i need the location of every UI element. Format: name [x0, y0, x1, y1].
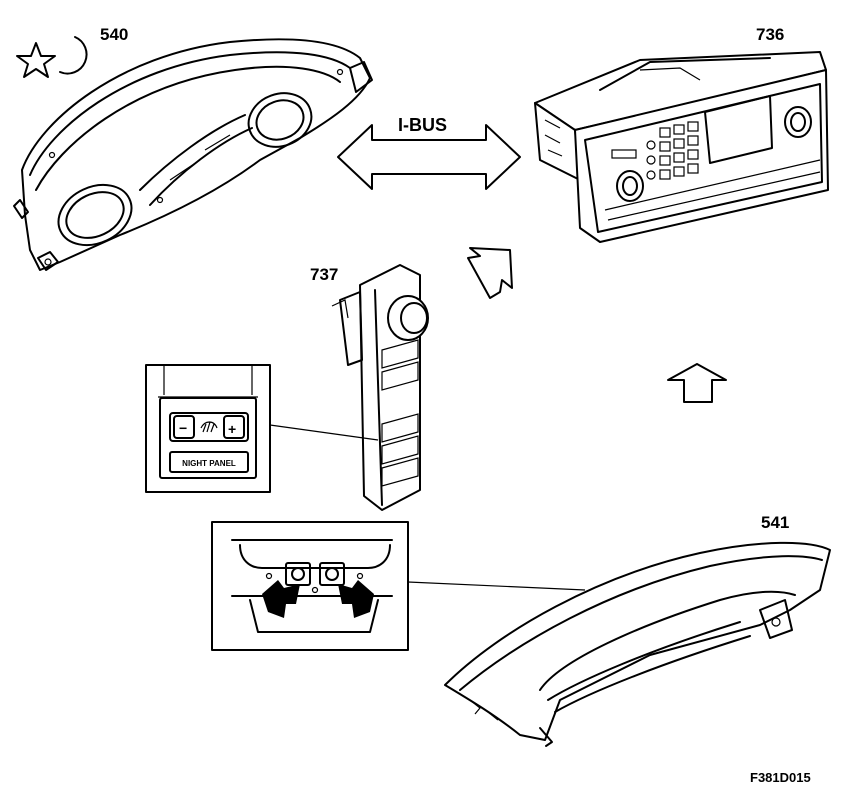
- dimmer-icon: [200, 421, 218, 433]
- i-bus-arrow: I-BUS: [337, 115, 521, 190]
- figure-code: F381D015: [750, 770, 811, 785]
- label-737: 737: [310, 265, 338, 284]
- arrow-up: [667, 363, 727, 403]
- control-unit: 736: [534, 25, 829, 243]
- moon-icon: [59, 36, 88, 75]
- display-unit: 541: [444, 513, 831, 747]
- night-panel-label: NIGHT PANEL: [182, 459, 236, 468]
- main-instrument: 540: [13, 25, 373, 271]
- switch-unit: 737: [310, 264, 429, 511]
- label-736: 736: [756, 25, 784, 44]
- arrow-solid-right: [338, 580, 374, 618]
- dimmer-minus: −: [179, 420, 187, 436]
- leader-line-541: [407, 581, 586, 591]
- arrow-up-right: [467, 247, 513, 299]
- i-bus-label: I-BUS: [398, 115, 447, 135]
- star-icon: [16, 42, 56, 78]
- dimmer-plus: +: [228, 421, 236, 437]
- label-541: 541: [761, 513, 789, 532]
- label-540: 540: [100, 25, 128, 44]
- arrow-solid-left: [262, 580, 300, 618]
- connector-inset: [211, 521, 409, 651]
- night-panel-inset: − + NIGHT PANEL: [145, 364, 271, 493]
- leader-line-737: [269, 424, 379, 441]
